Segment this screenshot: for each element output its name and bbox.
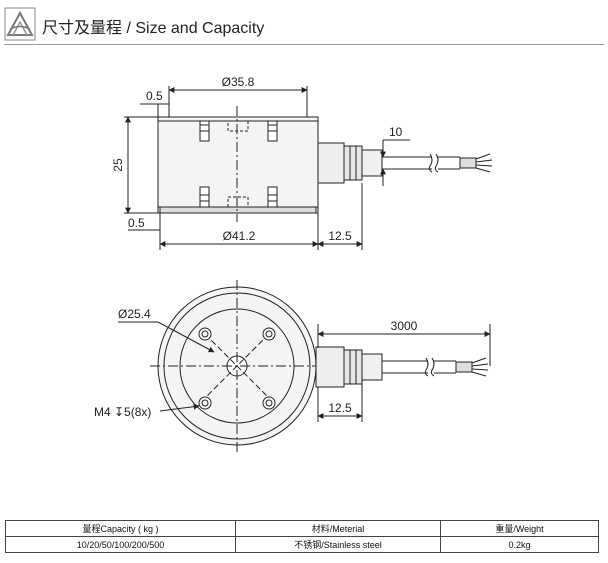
side-view — [124, 86, 493, 250]
spec-header-material: 材料/Meterial — [235, 520, 441, 537]
spec-material-value: 不锈钢/Stainless steel — [235, 536, 441, 553]
technical-drawing: Ø35.8 0.5 25 0.5 Ø41.2 12.5 10 — [0, 46, 608, 516]
scale-logo-icon — [4, 7, 36, 41]
dim-gland-length: 12.5 — [328, 229, 352, 243]
header-divider — [4, 44, 604, 45]
spec-data-row: 10/20/50/100/200/500 不锈钢/Stainless steel… — [5, 536, 599, 553]
dim-gland-length-plan: 12.5 — [328, 401, 352, 415]
dim-top-diameter: Ø35.8 — [222, 75, 255, 89]
dim-thread-spec: M4 ↧5(8x) — [94, 405, 151, 419]
spec-capacity-value: 10/20/50/100/200/500 — [5, 536, 236, 553]
page-header: 尺寸及量程 / Size and Capacity — [0, 0, 608, 46]
dim-bottom-diameter: Ø41.2 — [223, 229, 256, 243]
dim-shoulder-bottom: 0.5 — [128, 216, 145, 230]
dim-height: 25 — [111, 158, 125, 172]
spec-table: 量程Capacity ( kg ) 材料/Meterial 重量/Weight … — [5, 520, 599, 553]
dim-cable-length: 3000 — [391, 319, 418, 333]
spec-header-weight: 重量/Weight — [440, 520, 599, 537]
page-title: 尺寸及量程 / Size and Capacity — [42, 20, 265, 37]
spec-header-row: 量程Capacity ( kg ) 材料/Meterial 重量/Weight — [5, 520, 599, 537]
spec-header-capacity: 量程Capacity ( kg ) — [5, 520, 236, 537]
dim-shoulder-top: 0.5 — [146, 89, 163, 103]
plan-view — [118, 280, 491, 452]
dim-inner-diameter: Ø25.4 — [118, 307, 151, 321]
spec-weight-value: 0.2kg — [440, 536, 599, 553]
dim-cable-diameter: 10 — [389, 125, 403, 139]
